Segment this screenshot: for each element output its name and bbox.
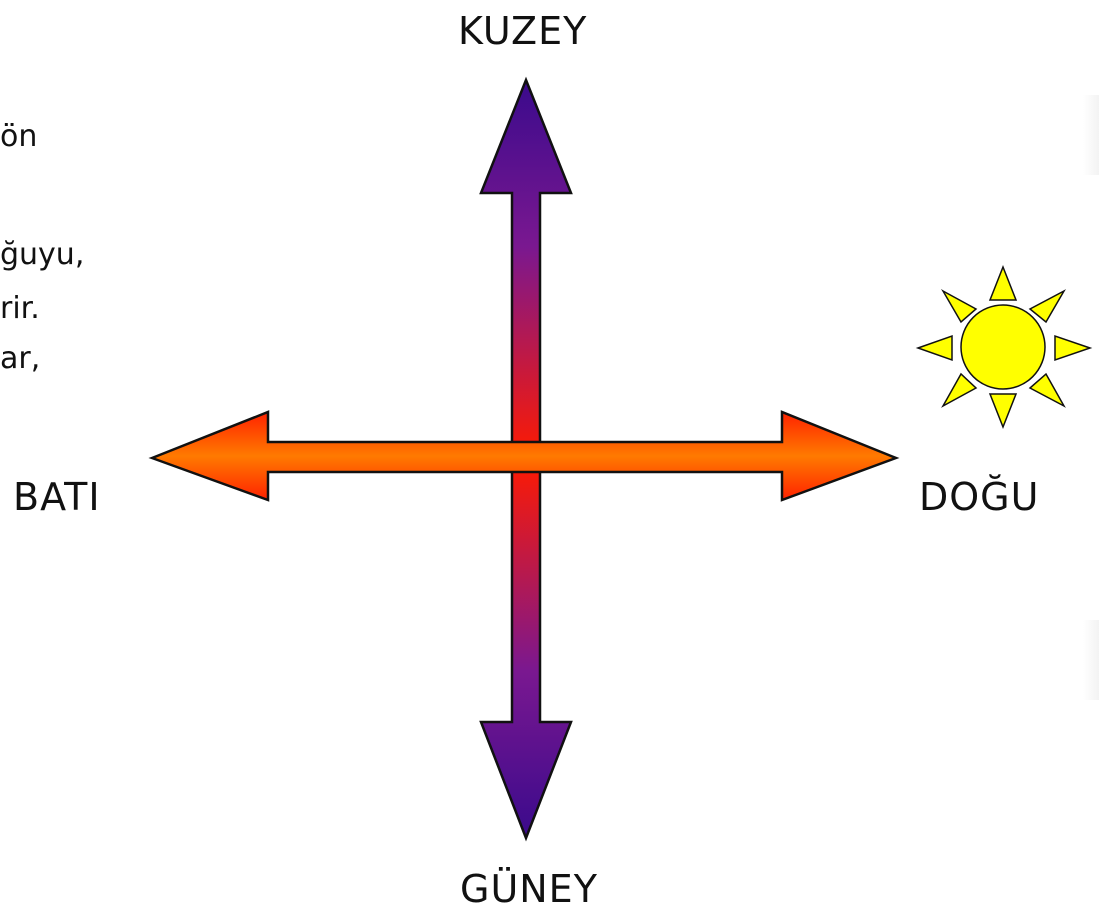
text-fragment-1: ön <box>0 119 38 154</box>
north-label: KUZEY <box>458 9 588 53</box>
edge-shadow <box>1083 620 1099 700</box>
east-label: DOĞU <box>919 475 1040 519</box>
text-fragment-2: ğuyu, <box>0 237 85 272</box>
west-east-arrow <box>148 410 900 502</box>
text-fragment-3: rir. <box>0 291 40 326</box>
sun-icon <box>915 264 1093 430</box>
south-label: GÜNEY <box>460 867 598 911</box>
edge-shadow <box>1083 95 1099 175</box>
text-fragment-4: ar, <box>0 341 41 376</box>
west-label: BATI <box>13 475 101 519</box>
